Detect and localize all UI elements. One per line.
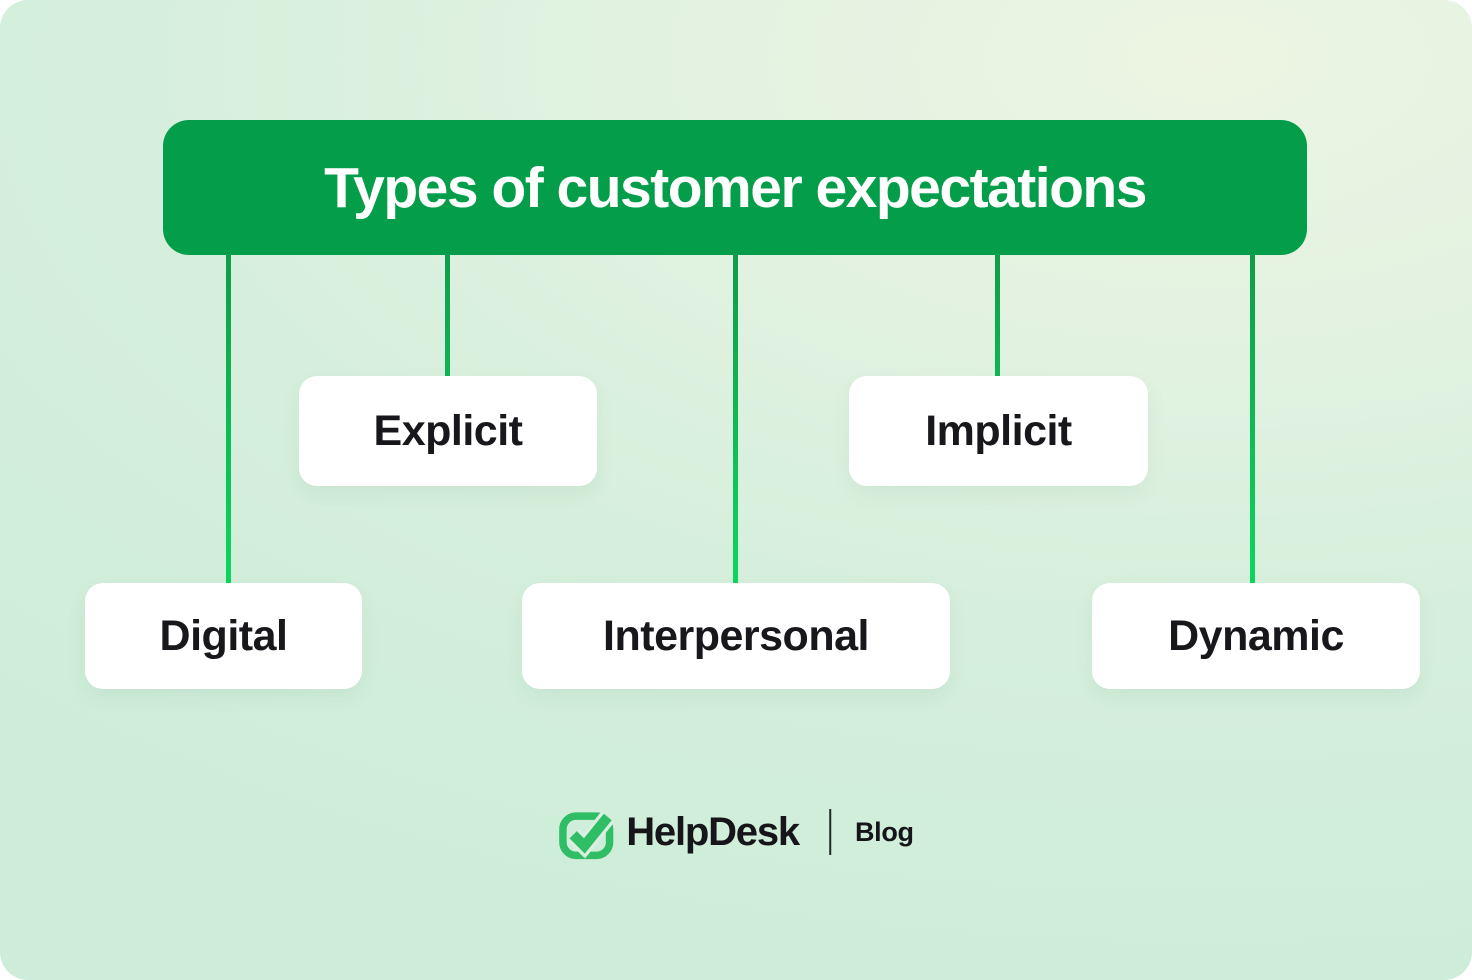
node-digital: Digital [85, 583, 362, 689]
brand-wordmark: HelpDesk [626, 809, 800, 854]
connector-line-interpersonal [733, 250, 738, 585]
node-explicit: Explicit [299, 376, 597, 486]
blog-label: Blog [854, 816, 914, 847]
node-interpersonal: Interpersonal [522, 583, 950, 689]
footer-divider [828, 809, 831, 855]
node-dynamic: Dynamic [1092, 583, 1420, 689]
node-label: Digital [159, 611, 288, 660]
footer-logo-lockup: HelpDesk Blog [558, 804, 914, 860]
diagram-title: Types of customer expectations [324, 155, 1147, 220]
diagram-title-box: Types of customer expectations [163, 120, 1307, 255]
node-label: Explicit [373, 406, 523, 455]
node-implicit: Implicit [849, 376, 1148, 486]
connector-line-implicit [995, 250, 1000, 380]
node-label: Dynamic [1168, 611, 1344, 660]
connector-line-explicit [445, 250, 450, 380]
node-label: Interpersonal [603, 611, 869, 660]
connector-line-dynamic [1250, 250, 1255, 585]
helpdesk-check-icon [559, 811, 615, 860]
connector-line-digital [226, 250, 231, 585]
node-label: Implicit [925, 406, 1072, 455]
